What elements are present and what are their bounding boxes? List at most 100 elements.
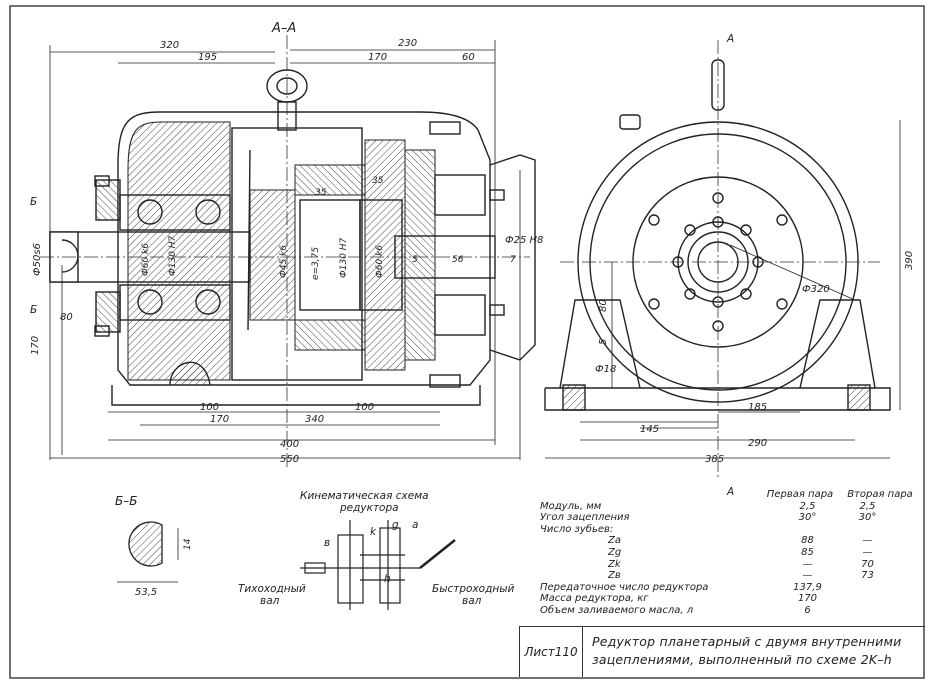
dim-top-3: 230: [398, 38, 417, 49]
kinematic-letter-0: в: [324, 537, 330, 549]
kinematic-title-2: редуктора: [339, 502, 399, 514]
view-arrow-bottom: A: [726, 486, 734, 498]
spec-row-name: Zk: [608, 558, 621, 570]
dim-side-2: 80: [598, 299, 609, 312]
dim-left-1: 80: [60, 312, 73, 323]
dim-top-4: 60: [462, 52, 475, 63]
dim-bottom-4: 400: [280, 439, 299, 450]
dim-top-2: 170: [368, 52, 387, 63]
dim-left-2: 170: [30, 336, 41, 355]
dim-top-0: 320: [160, 40, 179, 51]
spec-row-name: Объем заливаемого масла, л: [540, 604, 694, 616]
fast-shaft-label-1: Быстроходный: [432, 583, 515, 595]
spec-row-value-1: 2,5: [799, 500, 816, 512]
spec-row-value-2: 70: [861, 558, 874, 570]
spec-row-value-2: 30°: [858, 512, 877, 524]
dimension-lines-side: [545, 120, 901, 459]
kinematic-letter-4: h: [384, 573, 391, 585]
sheet-number: Лист110: [520, 627, 583, 677]
spec-row-value-1: 137,9: [793, 581, 822, 593]
dim-side-5: 185: [748, 402, 767, 413]
drawing-title-line-1: Редуктор планетарный с двумя внутренними: [592, 634, 902, 649]
spec-row-value-2: 2,5: [859, 500, 876, 512]
dim-shaft-6: 35: [315, 188, 327, 198]
spec-row-name: Число зубьев:: [540, 523, 614, 535]
dim-shaft-7: 35: [372, 176, 384, 186]
centerlines-side: [560, 40, 880, 480]
dim-top-1: 195: [198, 52, 217, 63]
spec-row: Zg 85 —: [540, 547, 920, 559]
spec-row-value-2: —: [862, 546, 873, 558]
dim-bottom-3: 100: [355, 402, 374, 413]
spec-row: Zk — 70: [540, 559, 920, 571]
cut-mark-top: Б: [30, 196, 37, 208]
spec-row-value-1: —: [802, 570, 813, 582]
spec-row-value-2: 73: [861, 570, 874, 582]
kinematic-scheme: [300, 520, 456, 610]
spec-row: Передаточное число редуктора 137,9: [540, 582, 920, 594]
spec-row-name: Угол зацепления: [540, 512, 630, 524]
spec-col2: Вторая пара: [847, 489, 913, 500]
spec-row-value-1: 30°: [798, 512, 817, 524]
spec-row-name: Масса редуктора, кг: [540, 593, 649, 605]
dim-bottom-0: 100: [200, 402, 219, 413]
slow-shaft-label-2: вал: [260, 595, 280, 607]
spec-row-name: Zв: [608, 570, 621, 582]
dim-shaft-0: Ф60 k6: [141, 243, 151, 276]
dim-left-0: Ф50s6: [32, 243, 43, 276]
dimension-lines-aa: [49, 40, 521, 460]
dim-bottom-1: 170: [210, 414, 229, 425]
slow-shaft-label-1: Тихоходный: [238, 583, 306, 595]
dim-bb-1: 53,5: [135, 587, 157, 598]
kinematic-letter-3: a: [412, 519, 418, 531]
kinematic-letter-1: k: [370, 526, 377, 538]
spec-row-value-1: 170: [797, 593, 818, 605]
dim-side-3: 5: [598, 339, 609, 345]
dim-shaft-4: Ф60 k6: [375, 245, 385, 278]
spec-row: Модуль, мм 2,5 2,5: [540, 501, 920, 513]
side-view-labels: A A Ф320 390 80 5 Ф18 185 145 290 385: [595, 33, 915, 498]
section-bb-title: Б–Б: [115, 494, 137, 508]
spec-row: Zв — 73: [540, 570, 920, 582]
dim-shaft-9: 5: [412, 255, 418, 265]
spec-header: Первая пара Вторая пара: [540, 489, 920, 501]
dim-bb-0: 14: [183, 538, 193, 550]
dim-side-1: 390: [904, 251, 915, 270]
spec-row: Угол зацепления 30° 30°: [540, 512, 920, 524]
dim-bottom-2: 340: [305, 414, 324, 425]
centerlines-aa: [40, 35, 530, 470]
dim-side-0: Ф320: [802, 284, 830, 295]
spec-table: Первая пара Вторая пара Модуль, мм 2,5 2,5…: [540, 489, 920, 617]
spec-row-name: Za: [608, 535, 621, 547]
dim-shaft-3: Ф130 H7: [339, 237, 349, 278]
dim-shaft-8: 56: [452, 255, 464, 265]
dim-shaft-1: Ф130 H7: [168, 235, 178, 276]
drawing-title-line-2: зацеплениями, выполненный по схеме 2K–h: [592, 652, 892, 667]
side-view: [544, 59, 891, 411]
spec-row-name: Zg: [608, 546, 622, 558]
dim-side-6: 145: [640, 424, 659, 435]
dim-shaft-5: e=3,75: [311, 247, 321, 280]
spec-row-name: Передаточное число редуктора: [540, 581, 709, 593]
fast-shaft-label-2: вал: [462, 595, 482, 607]
dim-shaft-10: 7: [510, 255, 516, 265]
spec-row-value-1: —: [802, 558, 813, 570]
kinematic-letter-2: g: [392, 519, 399, 531]
dim-side-7: 290: [748, 438, 767, 449]
dim-bottom-5: 550: [280, 454, 299, 465]
spec-row: Масса редуктора, кг 170: [540, 593, 920, 605]
dim-shaft-2: Ф45 k6: [279, 245, 289, 278]
section-aa-title: A–A: [271, 21, 296, 36]
spec-row-name: Модуль, мм: [540, 500, 602, 512]
spec-row: Объем заливаемого масла, л 6: [540, 605, 920, 617]
cut-mark-bottom: Б: [30, 304, 37, 316]
spec-row-value-1: 85: [801, 546, 814, 558]
dim-side-8: 385: [705, 454, 724, 465]
title-block: Лист110 Редуктор планетарный с двумя вну…: [519, 626, 925, 677]
dim-shaft-11: Ф25 H8: [505, 235, 543, 246]
spec-row-value-1: 6: [804, 604, 811, 616]
spec-row: Число зубьев:: [540, 524, 920, 536]
section-aa-view: [49, 69, 536, 406]
